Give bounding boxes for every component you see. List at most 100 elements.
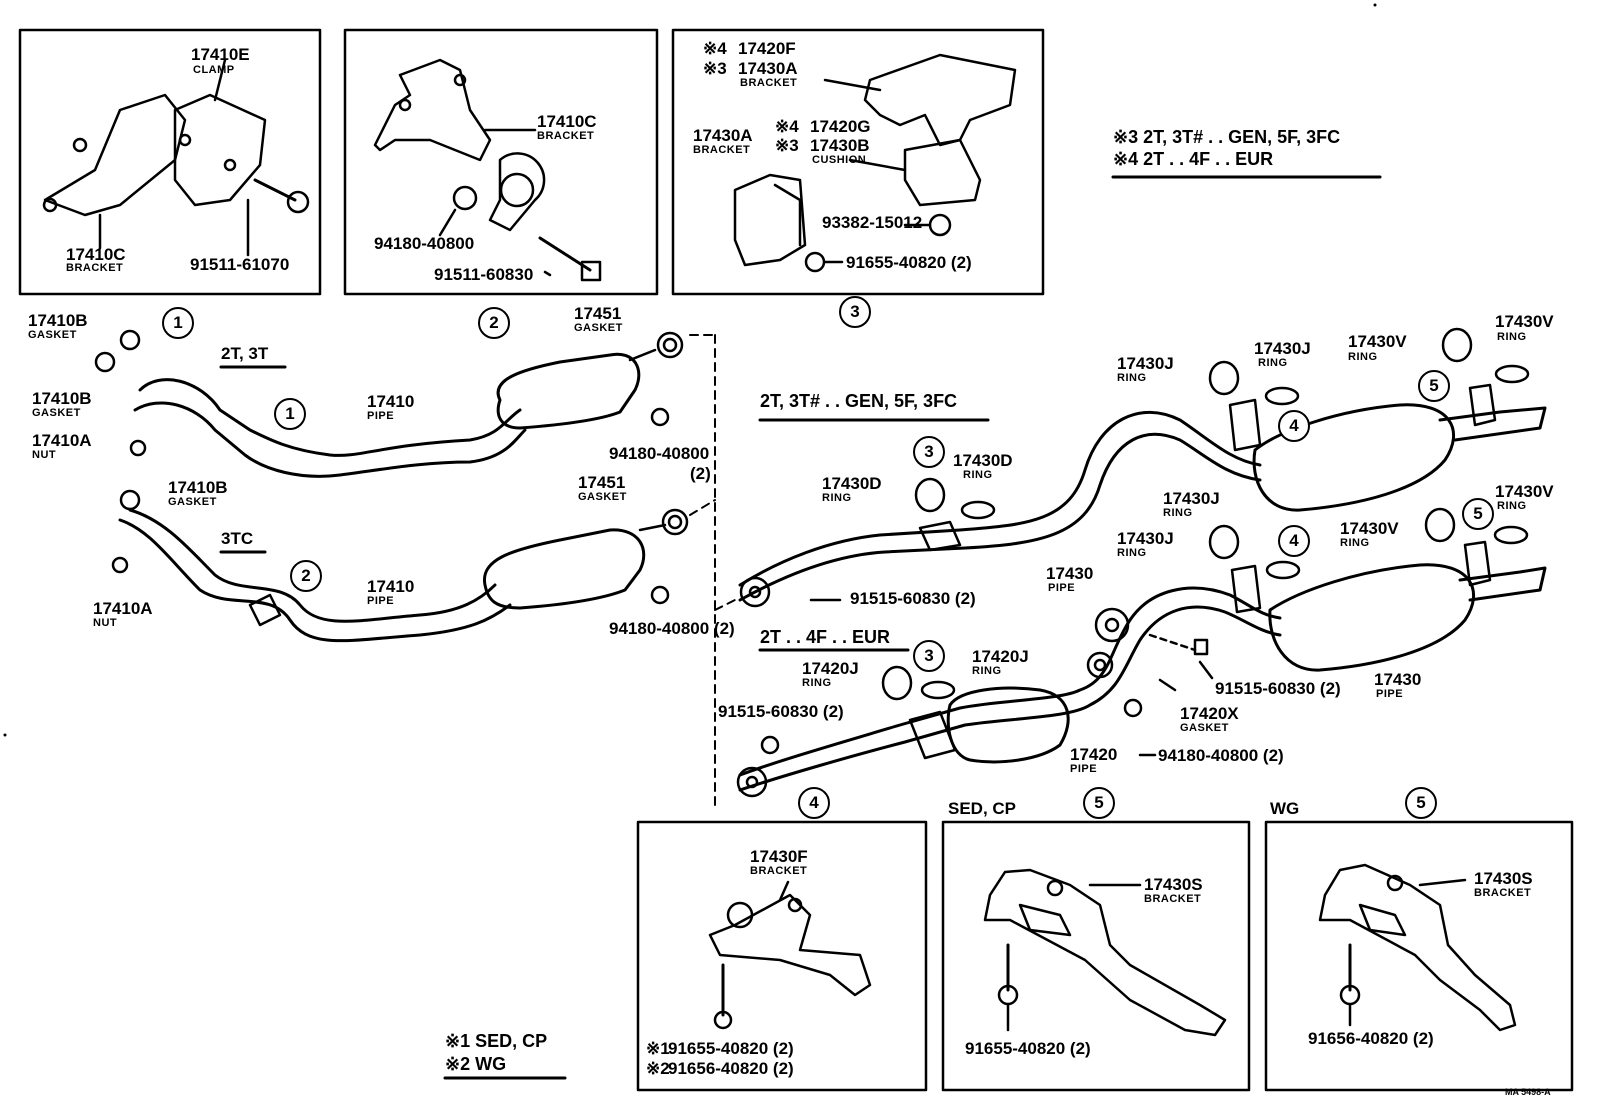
- gasket-label: GASKET: [574, 322, 623, 334]
- variant-eur: 2T . . 4F . . EUR: [760, 627, 891, 647]
- gasket-label: GASKET: [28, 329, 77, 341]
- ring-label: RING: [822, 492, 852, 504]
- variant-gen: 2T, 3T# . . GEN, 5F, 3FC: [760, 391, 958, 411]
- part-17451: 17451: [574, 304, 622, 323]
- legend-note-1: ※1 SED, CP: [445, 1031, 548, 1051]
- part-94180-40800: 94180-40800 (2): [1158, 746, 1284, 765]
- ring-label: RING: [1340, 537, 1370, 549]
- part-17430F: 17430F: [750, 847, 808, 866]
- ring-label: RING: [1117, 547, 1147, 559]
- reference-code: MA 5498-A: [1505, 1087, 1551, 1097]
- part-17451: 17451: [578, 473, 626, 492]
- part-17430D: 17430D: [822, 474, 882, 493]
- part-17410B: 17410B: [28, 311, 88, 330]
- gasket-label: GASKET: [1180, 722, 1229, 734]
- part-17410: 17410: [367, 577, 415, 596]
- part-17410: 17410: [367, 392, 415, 411]
- callout-4: 4: [1278, 525, 1310, 557]
- callout-2: 2: [290, 560, 322, 592]
- part-17410B: 17410B: [32, 389, 92, 408]
- part-93382-15012: 93382-15012: [822, 213, 923, 232]
- legend-note-3: ※3 2T, 3T# . . GEN, 5F, 3FC: [1113, 127, 1341, 147]
- part-91511-61070: 91511-61070: [190, 255, 290, 274]
- part-17430J: 17430J: [1117, 529, 1174, 548]
- callout-4: 4: [798, 787, 830, 819]
- ring-label: RING: [1258, 357, 1288, 369]
- ring-label: RING: [972, 665, 1002, 677]
- callout-4: 4: [1278, 410, 1310, 442]
- mark-3: ※3: [775, 136, 799, 155]
- part-17410C: 17410C: [537, 112, 597, 131]
- legend-note-2: ※2 WG: [445, 1054, 507, 1074]
- callout-2: 2: [478, 307, 510, 339]
- callout-3: 3: [913, 640, 945, 672]
- ring-label: RING: [1497, 500, 1527, 512]
- part-17430J: 17430J: [1163, 489, 1220, 508]
- pipe-label: PIPE: [1376, 688, 1404, 700]
- callout-5: 5: [1462, 498, 1494, 530]
- part-17420J: 17420J: [802, 659, 859, 678]
- part-17430: 17430: [1046, 564, 1094, 583]
- part-17430V: 17430V: [1495, 312, 1554, 331]
- detail-box-5b: [1264, 820, 1574, 1092]
- part-17410B: 17410B: [168, 478, 228, 497]
- part-91655-40820: 91655-40820 (2): [965, 1039, 1091, 1058]
- pipe-label: PIPE: [367, 595, 395, 607]
- cushion-label: CUSHION: [812, 154, 867, 166]
- mark-4: ※4: [703, 39, 727, 58]
- callout-5: 5: [1083, 787, 1115, 819]
- part-91655-40820: 91655-40820 (2): [846, 253, 972, 272]
- part-91656-40820: 91656-40820 (2): [1308, 1029, 1434, 1048]
- quantity-2: (2): [690, 464, 711, 483]
- part-17430A: 17430A: [738, 59, 798, 78]
- bracket-label: BRACKET: [1144, 893, 1202, 905]
- part-17430A: 17430A: [693, 126, 753, 145]
- callout-3: 3: [839, 296, 871, 328]
- bracket-label: BRACKET: [750, 865, 808, 877]
- callout-1: 1: [162, 307, 194, 339]
- detail-box-1: [18, 28, 322, 296]
- callout-3: 3: [913, 436, 945, 468]
- mark-1: ※1: [646, 1039, 670, 1058]
- ring-label: RING: [1117, 372, 1147, 384]
- part-91515-60830: 91515-60830 (2): [850, 589, 976, 608]
- bracket-label: BRACKET: [740, 77, 798, 89]
- part-91515-60830: 91515-60830 (2): [1215, 679, 1341, 698]
- callout-1: 1: [274, 398, 306, 430]
- part-17430V: 17430V: [1348, 332, 1407, 351]
- part-17410E: 17410E: [191, 45, 250, 64]
- variant-sed-cp: SED, CP: [948, 799, 1017, 818]
- clamp-label: CLAMP: [193, 64, 235, 76]
- bracket-label: BRACKET: [537, 130, 595, 142]
- callout-5: 5: [1405, 787, 1437, 819]
- nut-label: NUT: [93, 617, 118, 629]
- part-17430: 17430: [1374, 670, 1422, 689]
- part-17430S: 17430S: [1144, 875, 1203, 894]
- part-91511-60830: 91511-60830: [434, 265, 534, 284]
- part-94180-40800: 94180-40800 (2): [609, 619, 735, 638]
- gasket-label: GASKET: [32, 407, 81, 419]
- mark-3: ※3: [703, 59, 727, 78]
- part-94180-40800: 94180-40800: [374, 234, 475, 253]
- gasket-label: GASKET: [578, 491, 627, 503]
- bracket-label: BRACKET: [66, 262, 124, 274]
- ring-label: RING: [1163, 507, 1193, 519]
- bracket-label: BRACKET: [1474, 887, 1532, 899]
- variant-3tc: 3TC: [221, 529, 254, 548]
- part-94180-40800: 94180-40800: [609, 444, 710, 463]
- ring-label: RING: [1348, 351, 1378, 363]
- part-17420J: 17420J: [972, 647, 1029, 666]
- bracket-label: BRACKET: [693, 144, 751, 156]
- pipe-label: PIPE: [1070, 763, 1098, 775]
- part-17430J: 17430J: [1117, 354, 1174, 373]
- part-17420G: 17420G: [810, 117, 871, 136]
- mark-2: ※2: [646, 1059, 670, 1078]
- part-17430V: 17430V: [1340, 519, 1399, 538]
- part-17420: 17420: [1070, 745, 1118, 764]
- detail-box-3: [671, 28, 1045, 296]
- part-91656-40820: 91656-40820 (2): [668, 1059, 794, 1078]
- detail-box-2: [343, 28, 659, 296]
- part-17430B: 17430B: [810, 136, 870, 155]
- part-17430D: 17430D: [953, 451, 1013, 470]
